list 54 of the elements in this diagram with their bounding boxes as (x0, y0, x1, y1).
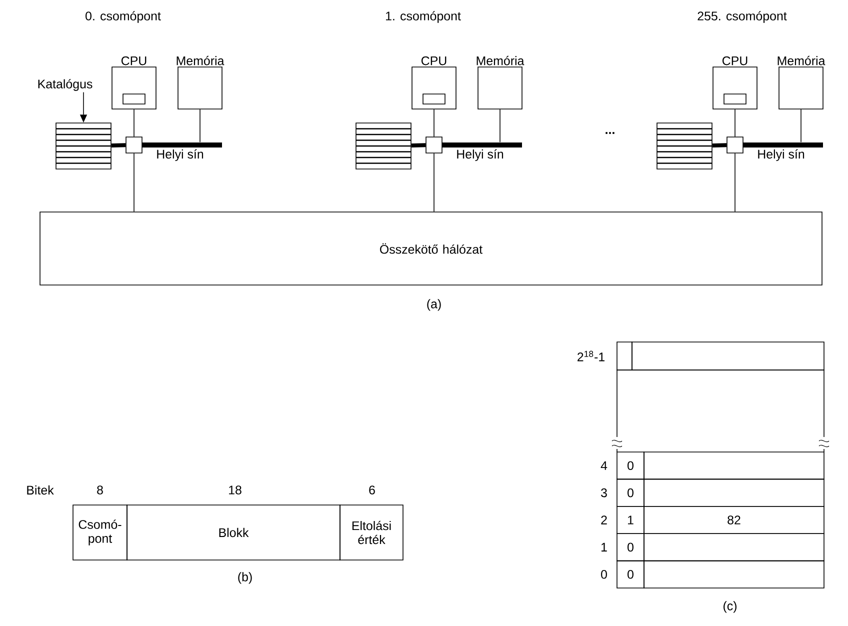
row-label: Bitek (27, 485, 54, 495)
panel-label: (b) (238, 572, 252, 584)
connector-line (411, 143, 426, 148)
cpu-box: CPU (112, 56, 156, 110)
table-cell: 0 (616, 560, 644, 588)
table-cell: 82 (644, 506, 824, 534)
field-cell: Csomó- pont (72, 504, 128, 560)
bus-line: Helyi sín (442, 142, 522, 162)
table-cell: 0 (616, 478, 644, 507)
bus-line: Helyi sín (142, 142, 222, 162)
bus-line: Helyi sín (743, 142, 823, 162)
switch-box (426, 136, 442, 154)
directory-drawing (656, 122, 712, 170)
connector-line (800, 109, 802, 142)
row-label: 4 (600, 461, 608, 470)
table-cell: 0 (616, 533, 644, 562)
table-cell: 0 (616, 452, 644, 480)
bit-count: 8 (97, 486, 103, 494)
cpu-box: CPU (412, 56, 456, 110)
node-label: CPU (121, 56, 146, 66)
row-label: 1 (602, 542, 607, 552)
panel-label: (c) (724, 601, 736, 613)
field-cell: Blokk (126, 504, 340, 560)
node-label: CPU (421, 56, 446, 66)
ellipsis: ... (606, 132, 614, 134)
switch-box (726, 136, 744, 154)
row-label: 2 (601, 516, 607, 524)
memory-box: Memória (778, 56, 826, 110)
table-cell: 1 (616, 506, 644, 534)
row-label: 2$^{18}$-1 (578, 350, 604, 362)
connector-line (712, 143, 727, 148)
node-title: 255. csomópont (698, 11, 787, 23)
row-label: 3 (601, 488, 607, 498)
directory-drawing (356, 122, 412, 170)
node-label: Memória (176, 56, 224, 66)
node-title: 0. csomópont (86, 11, 161, 23)
node-label: CPU (722, 56, 748, 66)
field-cell: Eltolási érték (340, 504, 404, 560)
network-box: Összekötő hálózat (40, 212, 822, 286)
switch-box (126, 136, 142, 154)
connector-line (734, 109, 736, 137)
connector-line (111, 143, 126, 148)
node-title: 1. csomópont (386, 11, 461, 23)
component-label: Katalógus (38, 79, 92, 91)
connector-line (734, 153, 736, 212)
cpu-box: CPU (712, 56, 758, 110)
node-label: Memória (778, 56, 826, 66)
directory-drawing (56, 122, 112, 170)
bit-count: 6 (369, 486, 375, 494)
memory-box: Memória (176, 56, 224, 110)
memory-box: Memória (476, 56, 524, 110)
panel-label: (a) (427, 299, 441, 311)
node-label: Memória (476, 56, 524, 66)
row-label: 0 (601, 570, 607, 579)
